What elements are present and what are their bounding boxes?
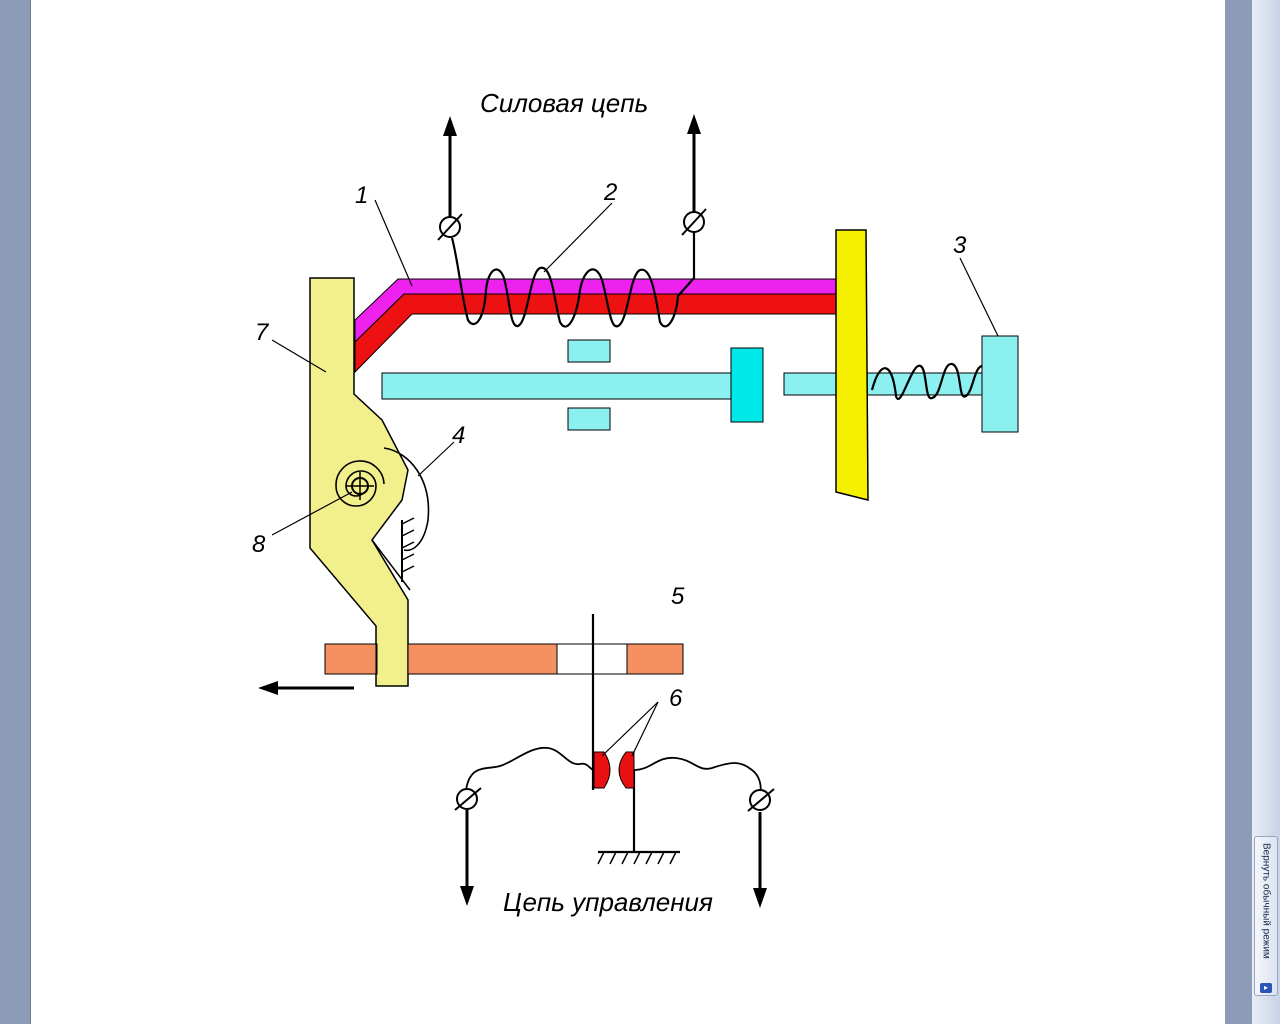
return-spring xyxy=(870,362,985,400)
motion-arrow-left xyxy=(258,681,354,695)
trip-rod xyxy=(381,372,735,400)
adjusting-stop xyxy=(981,335,1019,433)
spring-anchor-ground xyxy=(401,517,415,582)
arrow-icon: ▸ xyxy=(1260,983,1272,993)
power-circuit-title: Силовая цепь xyxy=(480,88,648,118)
label-4: 4 xyxy=(452,422,465,449)
label-3: 3 xyxy=(953,232,967,259)
leader-lines xyxy=(271,199,999,757)
fixed-contact xyxy=(618,751,635,789)
control-wire-left xyxy=(465,747,595,791)
circuit-breaker-diagram: Силовая цепь Цепь управления xyxy=(252,88,1019,917)
slider-bar-middle xyxy=(407,643,558,675)
contact-ground xyxy=(597,850,680,865)
pivot-spring xyxy=(335,460,385,507)
power-terminal-right xyxy=(681,208,707,236)
power-coil xyxy=(450,232,696,328)
power-terminal-left xyxy=(437,213,463,241)
moving-contact xyxy=(593,751,611,789)
power-arrows xyxy=(443,114,701,226)
label-8: 8 xyxy=(252,531,266,558)
control-terminal-right xyxy=(747,788,775,812)
label-5: 5 xyxy=(671,583,685,610)
slider-bar-left xyxy=(324,643,378,675)
label-6: 6 xyxy=(669,685,683,712)
return-normal-mode-label: Вернуть обычный режим xyxy=(1260,843,1272,959)
control-arrows xyxy=(460,810,767,908)
armature-rod-left xyxy=(783,372,837,396)
return-normal-mode-button[interactable]: Вернуть обычный режим ▸ xyxy=(1254,836,1278,996)
label-1: 1 xyxy=(355,182,368,209)
pole-piece-top xyxy=(567,339,611,363)
spring-tail xyxy=(383,447,430,552)
right-window-border xyxy=(1225,0,1252,1024)
hook-edge xyxy=(371,539,411,591)
label-2: 2 xyxy=(603,179,617,206)
pole-piece-bottom xyxy=(567,407,611,431)
armature-plate xyxy=(835,229,869,501)
label-7: 7 xyxy=(255,319,270,346)
rod-head xyxy=(730,347,764,423)
left-window-border xyxy=(0,0,30,1024)
slider-bar-right xyxy=(626,643,684,675)
control-terminal-left xyxy=(454,787,482,811)
control-circuit-title: Цепь управления xyxy=(503,887,713,917)
control-wire-right xyxy=(633,757,762,797)
